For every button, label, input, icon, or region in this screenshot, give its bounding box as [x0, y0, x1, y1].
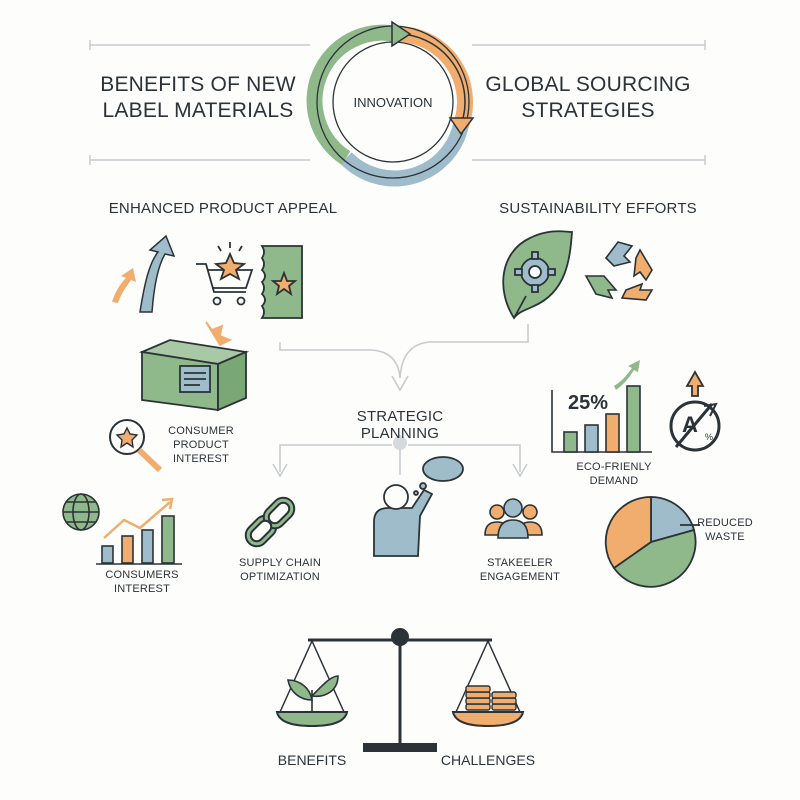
reduced-waste-pie-icon [604, 496, 700, 588]
ci-line-2: INTEREST [114, 583, 170, 595]
balance-scale-icon [275, 628, 525, 752]
svg-text:%: % [705, 432, 713, 442]
left-header-line-1: BENEFITS OF NEW [100, 73, 296, 96]
right-header-line-1: GLOBAL SOURCING [485, 73, 691, 96]
thinking-person-icon [373, 456, 464, 557]
package-box-icon [138, 321, 250, 412]
right-header-line-2: STRATEGIES [521, 99, 655, 122]
no-a-icon: % [669, 370, 721, 452]
supply-chain-label: SUPPLY CHAIN OPTIMIZATION [228, 556, 332, 584]
planning-node [393, 436, 407, 450]
shopping-cart-icon [196, 242, 254, 306]
ci-line-1: CONSUMERS [105, 569, 179, 581]
header-separator-lines [89, 40, 706, 165]
sh-line-1: STAKEELER [487, 557, 553, 569]
eco-percent-value: 25% [568, 392, 609, 414]
cycle-arrow-head-top [391, 20, 412, 48]
cycle-arrow-head-right [448, 117, 475, 136]
eco-demand-chart-icon [551, 360, 652, 453]
consumers-interest-label: CONSUMERS INTEREST [96, 568, 188, 596]
sh-line-2: ENGAGEMENT [479, 571, 561, 583]
left-header-title: BENEFITS OF NEW LABEL MATERIALS [92, 72, 304, 124]
rising-arrows-icon [112, 234, 176, 313]
chain-link-icon [244, 496, 296, 548]
section-strategic-planning: STRATEGIC PLANNING [356, 408, 444, 442]
coin-stack-icon [465, 685, 517, 711]
growth-bar-chart-icon [96, 497, 182, 565]
sc-line-2: OPTIMIZATION [240, 571, 320, 583]
right-header-title: GLOBAL SOURCING STRATEGIES [478, 72, 698, 124]
rw-line-1: REDUCED [697, 517, 753, 529]
cpi-line-1: CONSUMER [168, 425, 234, 437]
eco-demand-label: ECO-FRIENLY DEMAND [576, 461, 652, 487]
reduced-waste-label: REDUCED WASTE [694, 516, 756, 544]
consumer-product-interest-label: CONSUMER PRODUCT INTEREST [160, 424, 242, 466]
leaf-gear-icon [502, 230, 573, 320]
recycle-icon [584, 241, 654, 301]
left-header-line-2: LABEL MATERIALS [102, 99, 294, 122]
benefits-label: BENEFITS [277, 752, 347, 768]
globe-icon [62, 493, 100, 531]
section-sustainability: SUSTAINABILITY EFFORTS [499, 200, 697, 217]
cpi-line-3: INTEREST [173, 453, 229, 465]
flow-connectors [272, 324, 529, 478]
stakeholder-group-icon [484, 498, 543, 539]
rw-line-2: WASTE [705, 531, 745, 543]
plant-sprout-icon [287, 675, 339, 712]
sc-line-1: SUPPLY CHAIN [238, 557, 322, 569]
challenges-label: CHALLENGES [440, 752, 536, 768]
label-tag-icon [260, 245, 303, 319]
innovation-cycle-icon [306, 24, 473, 187]
stakeholder-label: STAKEELER ENGAGEMENT [470, 556, 570, 584]
section-product-appeal: ENHANCED PRODUCT APPEAL [108, 200, 338, 217]
no-a-letter: A [682, 412, 698, 437]
cpi-line-2: PRODUCT [173, 439, 229, 451]
magnifier-star-icon [109, 419, 163, 473]
innovation-label: INNOVATION [353, 95, 433, 110]
